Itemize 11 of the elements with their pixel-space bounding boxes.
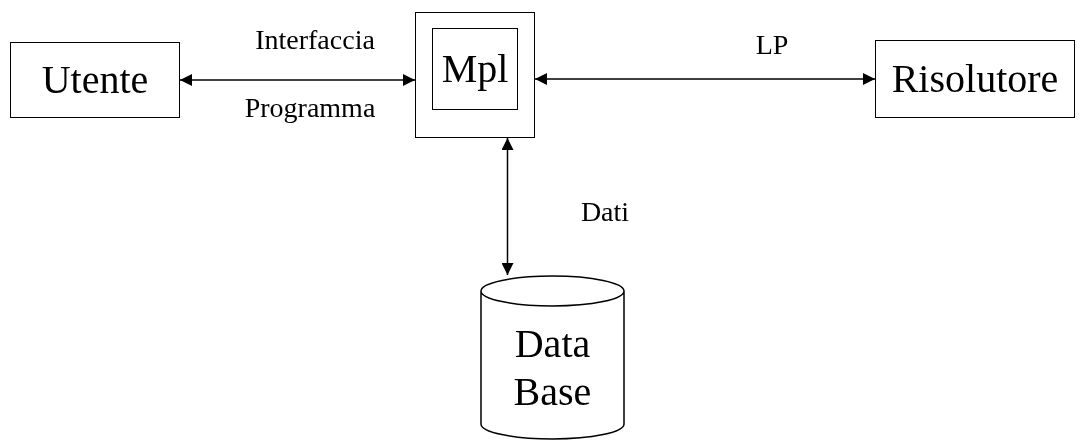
database-cylinder xyxy=(480,275,625,440)
double-arrow xyxy=(179,74,416,86)
process-box xyxy=(415,12,535,138)
double-arrow xyxy=(501,137,514,276)
node-label: Data Base xyxy=(512,319,593,416)
node-label: Utente xyxy=(41,56,149,104)
double-arrow xyxy=(534,73,876,85)
node-label: Risolutore xyxy=(891,55,1059,103)
node-label: Mpl xyxy=(441,45,509,93)
process-box xyxy=(875,40,1075,118)
process-box xyxy=(10,42,180,118)
